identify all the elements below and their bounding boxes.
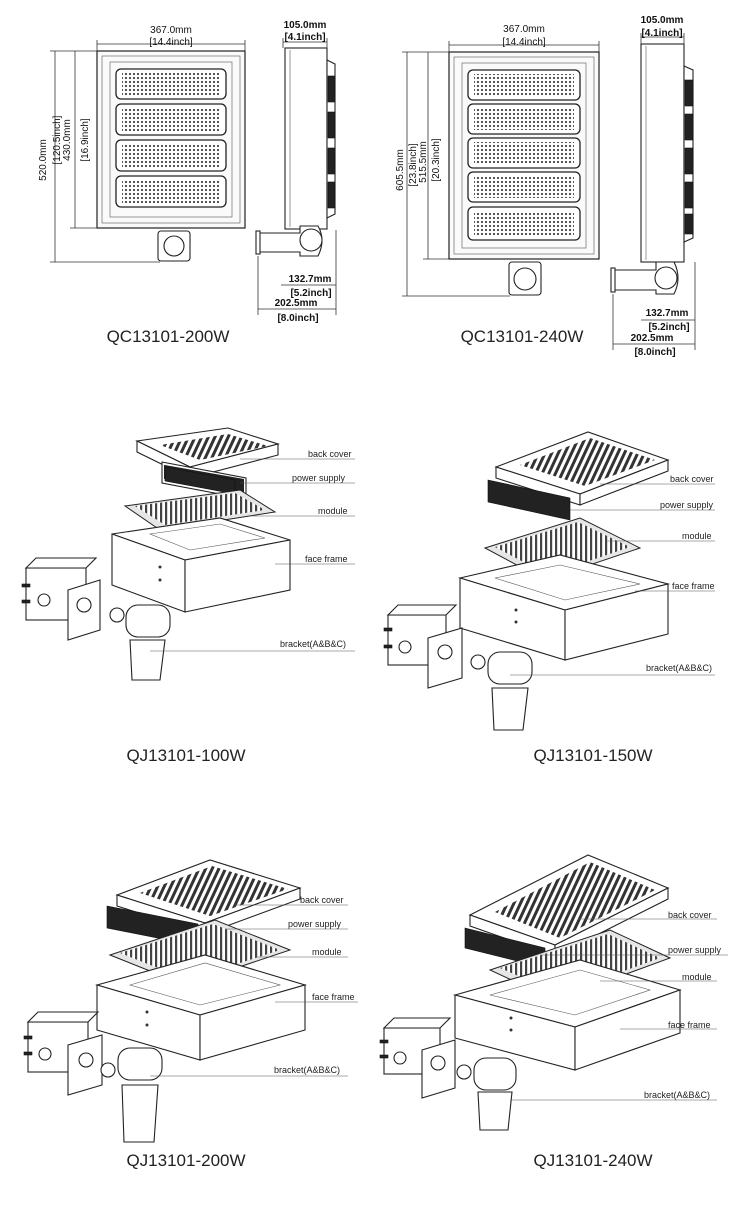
depth-mm-200w: 105.0mm	[284, 20, 327, 31]
exploded-view-240w	[379, 854, 682, 1131]
height-total-in-240w: [23.8inch]	[408, 143, 419, 187]
caption-qc13101-200w: QC13101-200W	[107, 327, 230, 346]
caption-qj13101-150w: QJ13101-150W	[533, 746, 652, 765]
leader-lines-200w	[150, 904, 358, 1077]
label-bracket-200w: bracket(A&B&C)	[274, 1065, 340, 1075]
side-view-240w	[610, 43, 694, 295]
label-bracket-100w: bracket(A&B&C)	[280, 639, 346, 649]
leader-lines-100w	[150, 458, 355, 652]
label-power-supply-240w: power supply	[668, 945, 722, 955]
width-in-200w: [14.4inch]	[149, 37, 193, 48]
bracket-100w	[21, 557, 171, 681]
height-body-in-200w: [16.9inch]	[80, 118, 91, 162]
label-module-150w: module	[682, 531, 712, 541]
caption-qj13101-240w: QJ13101-240W	[533, 1151, 652, 1170]
leader-lines-150w	[510, 483, 715, 676]
side-dimension-lines-200w	[257, 38, 337, 315]
label-face-frame-150w: face frame	[672, 581, 715, 591]
exploded-view-200w	[23, 859, 307, 1143]
label-back-cover-150w: back cover	[670, 474, 714, 484]
front-view-200w	[96, 50, 246, 262]
label-face-frame-240w: face frame	[668, 1020, 711, 1030]
label-module-200w: module	[312, 947, 342, 957]
bracket-mm-200w: 132.7mm	[289, 274, 332, 285]
overall-mm-240w: 202.5mm	[631, 333, 674, 344]
height-total-mm-200w: 520.0mm	[38, 139, 49, 181]
overall-in-240w: [8.0inch]	[634, 347, 675, 358]
label-module-100w: module	[318, 506, 348, 516]
depth-in-200w: [4.1inch]	[284, 32, 325, 43]
side-dimension-lines-240w	[612, 33, 696, 350]
width-mm-200w: 367.0mm	[150, 25, 192, 36]
depth-mm-240w: 105.0mm	[641, 15, 684, 26]
dimension-lines-240w	[402, 41, 600, 297]
label-module-240w: module	[682, 972, 712, 982]
label-bracket-150w: bracket(A&B&C)	[646, 663, 712, 673]
side-view-200w	[255, 47, 336, 257]
label-bracket-240w: bracket(A&B&C)	[644, 1090, 710, 1100]
height-total-mm-240w: 605.5mm	[395, 149, 406, 191]
height-body-mm-200w: 430.0mm	[62, 119, 73, 161]
depth-in-240w: [4.1inch]	[641, 28, 682, 39]
overall-in-200w: [8.0inch]	[277, 313, 318, 324]
height-body-in-240w: [20.3inch]	[431, 138, 442, 182]
bracket-in-240w: [5.2inch]	[648, 322, 689, 333]
caption-qc13101-240w: QC13101-240W	[461, 327, 584, 346]
dimension-lines-200w	[50, 40, 246, 263]
led-modules-200w	[115, 68, 227, 208]
label-power-supply-150w: power supply	[660, 500, 714, 510]
overall-mm-200w: 202.5mm	[275, 298, 318, 309]
width-in-240w: [14.4inch]	[502, 37, 546, 48]
bracket-in-200w: [5.2inch]	[290, 288, 331, 299]
height-body-mm-240w: 515.5mm	[418, 141, 429, 183]
led-modules-240w	[467, 69, 581, 241]
height-total-in-200w: [120.5inch]	[52, 115, 63, 164]
label-face-frame-200w: face frame	[312, 992, 355, 1002]
caption-qj13101-200w: QJ13101-200W	[126, 1151, 245, 1170]
width-mm-240w: 367.0mm	[503, 24, 545, 35]
bracket-240w	[379, 1017, 517, 1131]
front-view-240w	[448, 51, 600, 296]
label-back-cover-100w: back cover	[308, 449, 352, 459]
bracket-mm-240w: 132.7mm	[646, 308, 689, 319]
bracket-150w	[383, 604, 533, 731]
exploded-view-100w	[21, 427, 291, 681]
bracket-200w	[23, 1011, 163, 1143]
exploded-view-150w	[383, 431, 671, 731]
label-back-cover-200w: back cover	[300, 895, 344, 905]
leader-lines-240w	[510, 918, 728, 1101]
label-power-supply-200w: power supply	[288, 919, 342, 929]
label-back-cover-240w: back cover	[668, 910, 712, 920]
label-power-supply-100w: power supply	[292, 473, 346, 483]
caption-qj13101-100w: QJ13101-100W	[126, 746, 245, 765]
label-face-frame-100w: face frame	[305, 554, 348, 564]
